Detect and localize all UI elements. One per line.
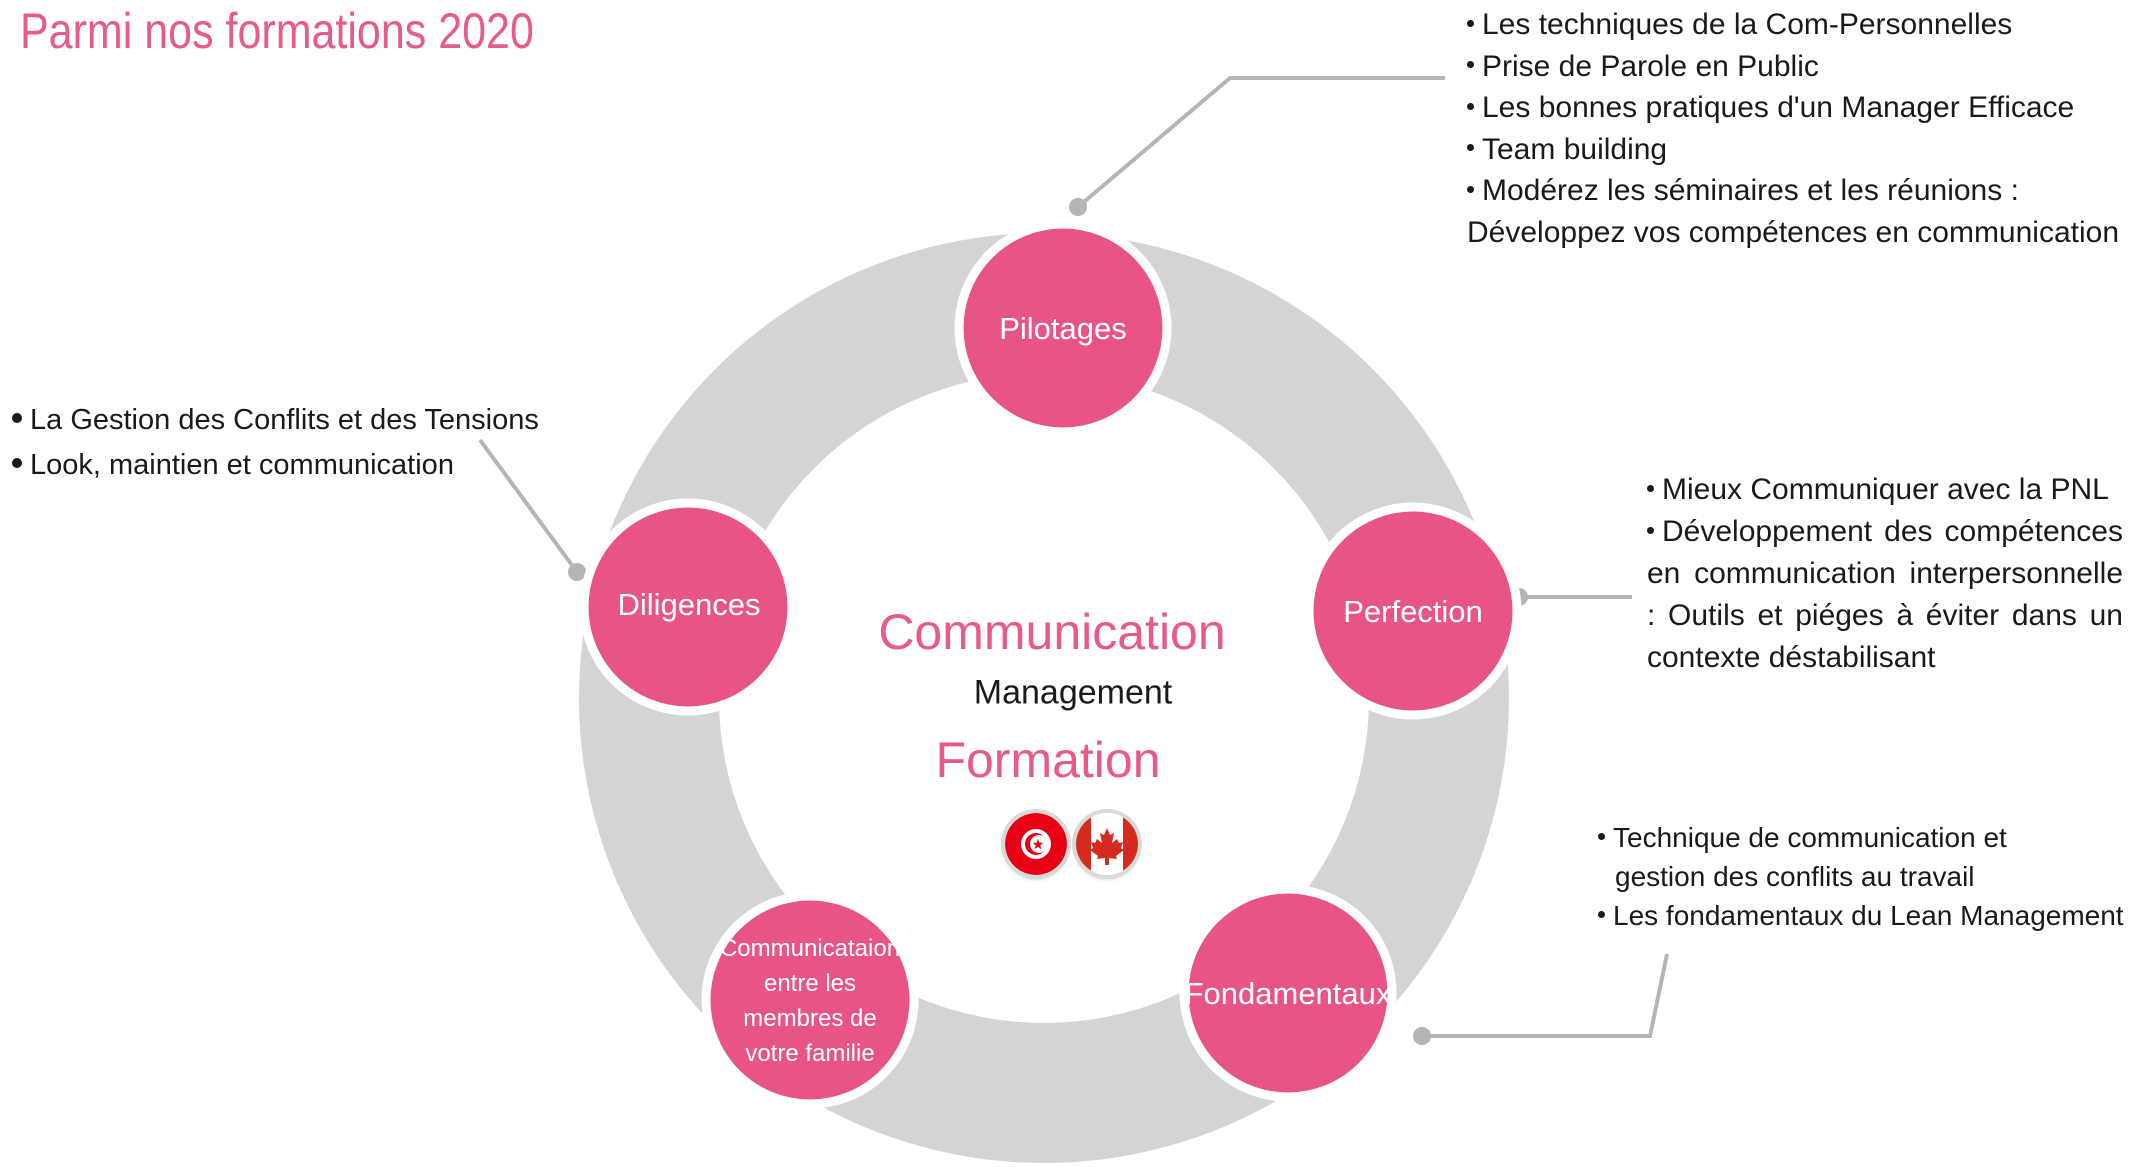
list-item-continuation: Développez vos compétences en communicat… (1467, 215, 2120, 249)
list-perfection: Mieux Communiquer avec la PNL Développem… (1647, 469, 2123, 679)
node-label-fondamentaux[interactable]: Fondamentaux (1184, 976, 1392, 1011)
list-item: Team building (1467, 129, 2119, 171)
list-item: Technique de communication et gestion de… (1598, 818, 2098, 896)
connector-diligences (478, 438, 579, 574)
node-pilotages (954, 219, 1172, 437)
list-fondamentaux: Technique de communication et gestion de… (1598, 818, 2124, 935)
list-item: Modérez les séminaires et les réunions : (1467, 170, 2119, 212)
list-item: Les bonnes pratiques d'un Manager Effica… (1467, 87, 2119, 129)
list-item: Les fondamentaux du Lean Management (1598, 896, 2124, 935)
list-item: Mieux Communiquer avec la PNL (1647, 469, 2123, 511)
page-title: Parmi nos formations 2020 (20, 3, 534, 59)
connector-dot (1069, 198, 1087, 216)
node-diligences (579, 498, 797, 716)
center-title: Communication (878, 604, 1226, 660)
list-pilotages: Les techniques de la Com-Personnelles Pr… (1467, 4, 2119, 253)
list-item: Les techniques de la Com-Personnelles (1467, 4, 2119, 46)
list-diligences: La Gestion des Conflits et des Tensions … (12, 398, 539, 488)
node-label-perfection[interactable]: Perfection (1343, 594, 1483, 629)
tunisia-flag-icon (1005, 813, 1067, 875)
node-label-famille[interactable]: Communicataion entre les membres de votr… (719, 935, 901, 1067)
list-item: La Gestion des Conflits et des Tensions (12, 398, 539, 443)
center-subtitle: Management (973, 673, 1173, 712)
list-item: Look, maintien et communication (12, 443, 539, 488)
connector-pilotages (1076, 76, 1445, 209)
node-famille (701, 891, 919, 1109)
node-label-diligences[interactable]: Diligences (617, 587, 761, 622)
node-fondamentaux (1179, 884, 1397, 1102)
connector-dot (1413, 1027, 1431, 1045)
center-formation: Formation (935, 732, 1161, 788)
connector-dot (568, 563, 586, 581)
connector-fondamentaux (1422, 953, 1669, 1038)
node-label-pilotages[interactable]: Pilotages (999, 311, 1127, 346)
canada-flag-icon (1076, 813, 1138, 875)
list-item: Prise de Parole en Public (1467, 46, 2119, 88)
node-perfection (1304, 502, 1522, 720)
list-item: Développement des compétences en communi… (1647, 515, 2123, 674)
